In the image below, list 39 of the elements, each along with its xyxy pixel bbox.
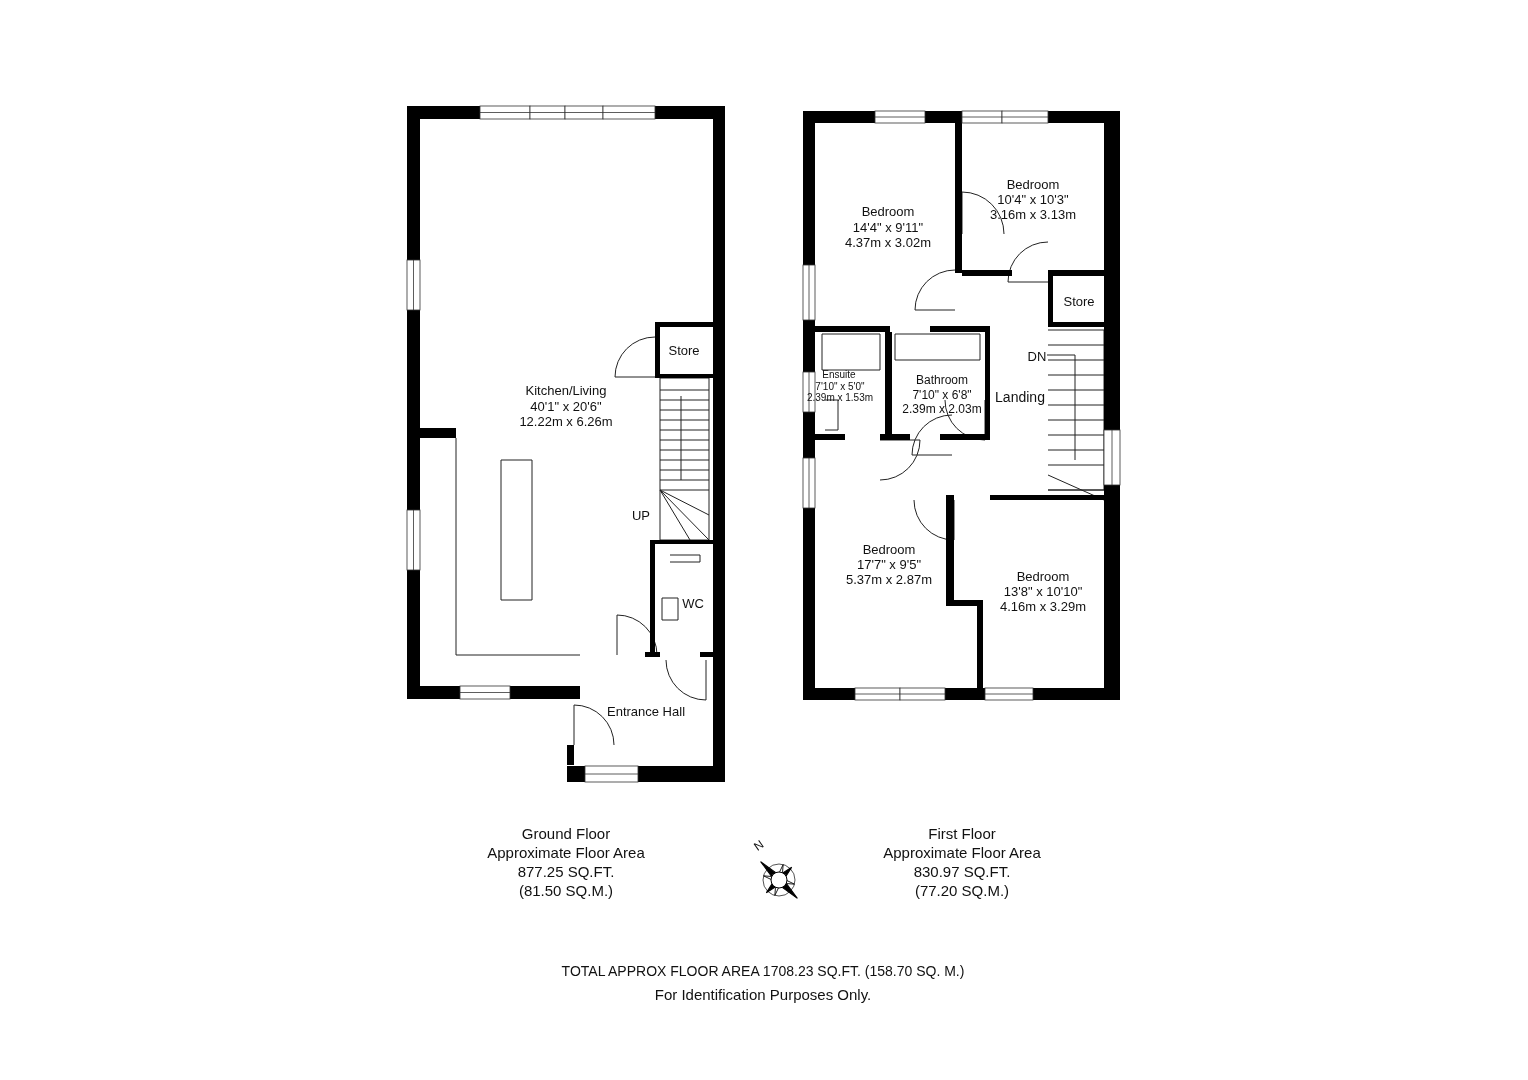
room-dimensions: 7'10" x 5'0" xyxy=(815,380,865,392)
floor-area-text: Approximate Floor Area xyxy=(487,844,645,862)
disclaimer-text: For Identification Purposes Only. xyxy=(654,986,872,1004)
room-name: Bedroom xyxy=(861,204,915,220)
stair-direction-text: DN xyxy=(1027,349,1047,365)
room-dimensions: 7'10" x 6'8" xyxy=(912,389,972,403)
floor-area-text: 830.97 SQ.FT. xyxy=(913,863,1011,881)
room-name: Bathroom xyxy=(916,374,968,388)
room-name: WC xyxy=(682,596,704,612)
floor-area-text: Approximate Floor Area xyxy=(883,844,1041,862)
room-name: Bedroom xyxy=(862,542,916,558)
room-name: Store xyxy=(668,343,700,359)
compass-north-letter: N xyxy=(751,838,767,854)
floor-name: Ground Floor xyxy=(521,825,611,843)
room-dimensions: 4.16m x 3.29m xyxy=(1000,599,1086,615)
room-dimensions: 17'7" x 9'5" xyxy=(856,557,922,573)
room-name: Landing xyxy=(995,390,1045,406)
room-dimensions: 10'4" x 10'3" xyxy=(997,192,1069,208)
room-name: Ensuite xyxy=(822,368,856,380)
floor-area-text: (81.50 SQ.M.) xyxy=(518,882,614,900)
floor-area-text: (77.20 SQ.M.) xyxy=(914,882,1010,900)
floor-area-text: 877.25 SQ.FT. xyxy=(517,863,615,881)
room-dimensions: 2.39m x 1.53m xyxy=(806,391,874,403)
room-dimensions: 4.37m x 3.02m xyxy=(845,235,931,251)
room-name: Bedroom xyxy=(1006,177,1060,193)
total-area-text: TOTAL APPROX FLOOR AREA 1708.23 SQ.FT. (158.70 SQ. M.) xyxy=(561,964,965,980)
room-dimensions: 14'4" x 9'11" xyxy=(852,220,924,236)
room-dimensions: 2.39m x 2.03m xyxy=(902,403,982,417)
room-dimensions: 12.22m x 6.26m xyxy=(519,414,613,430)
room-dimensions: 5.37m x 2.87m xyxy=(846,572,932,588)
room-name: Store xyxy=(1063,294,1095,310)
room-name: Kitchen/Living xyxy=(525,383,607,399)
room-dimensions: 13'8" x 10'10" xyxy=(1003,584,1083,600)
floor-name: First Floor xyxy=(928,825,996,843)
room-dimensions: 3.16m x 3.13m xyxy=(990,207,1076,223)
stair-direction-text: UP xyxy=(631,508,651,524)
room-dimensions: 40'1" x 20'6" xyxy=(530,399,602,415)
room-name: Bedroom xyxy=(1016,569,1070,585)
room-name: Entrance Hall xyxy=(607,704,685,720)
